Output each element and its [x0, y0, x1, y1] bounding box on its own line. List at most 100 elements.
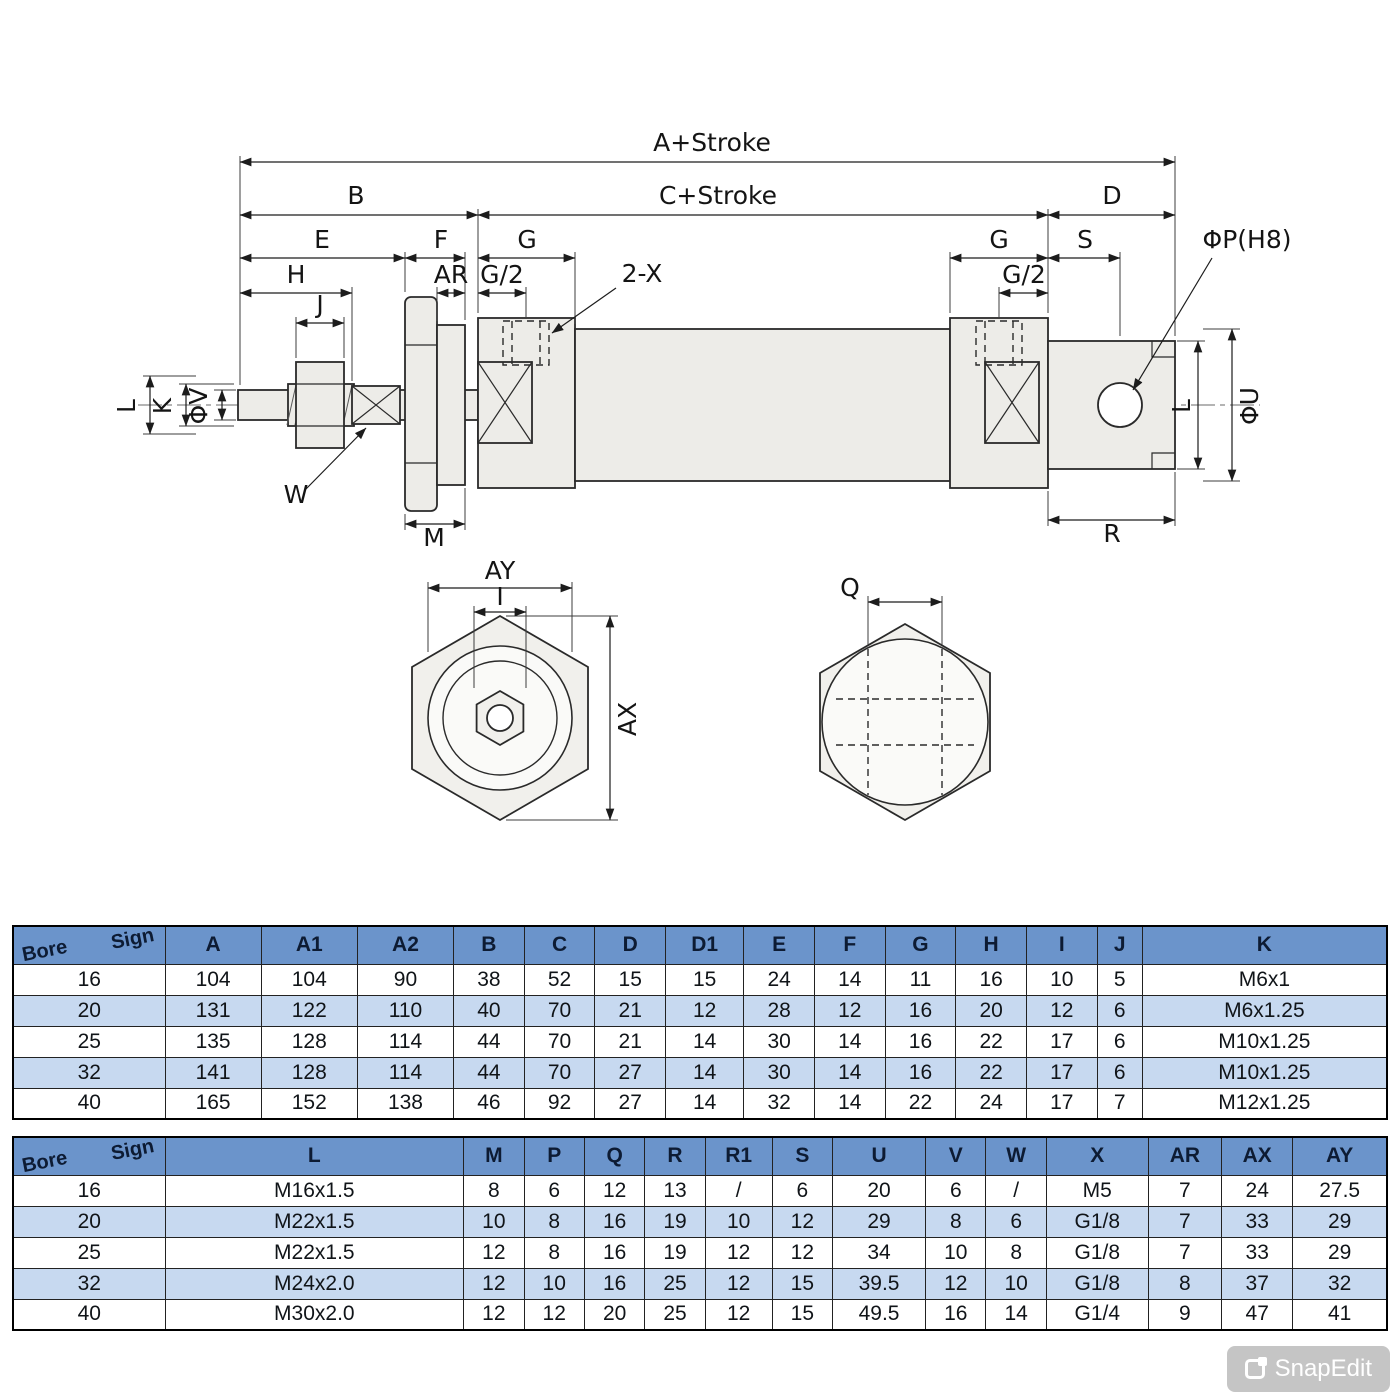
spec-cell: 14 [985, 1298, 1047, 1331]
spec-cell: 6 [1096, 1056, 1143, 1089]
dim-label-phi-p: ΦP(H8) [1203, 225, 1292, 254]
spec-cell: 15 [594, 963, 667, 996]
spec-cell: M22x1.5 [164, 1205, 465, 1238]
cylinder-side-view [237, 296, 1176, 512]
column-header: A2 [356, 925, 455, 965]
spec-cell: 6 [1096, 1025, 1143, 1058]
spec-cell: 7 [1147, 1236, 1223, 1269]
rod-hex-nut [295, 361, 345, 449]
column-header: D [594, 925, 667, 965]
dim-label-g-left: G [517, 225, 536, 254]
spec-cell: 12 [665, 994, 745, 1027]
spec-cell: 22 [955, 1056, 1027, 1089]
spec-cell: 8 [463, 1174, 525, 1207]
bore-value: 32 [12, 1056, 166, 1089]
column-header: Q [583, 1136, 646, 1176]
spec-cell: 10 [523, 1267, 585, 1300]
spec-cell: M6x1 [1141, 963, 1388, 996]
spec-cell: 9 [1147, 1298, 1223, 1331]
spec-cell: 21 [594, 994, 667, 1027]
dim-label-l-right: L [1167, 399, 1196, 413]
rear-hex-view [819, 622, 991, 822]
spec-cell: 15 [771, 1267, 834, 1300]
spec-cell: 30 [743, 1056, 815, 1089]
dim-label-m: M [423, 523, 445, 552]
spec-cell: 11 [884, 963, 957, 996]
spec-cell: / [704, 1174, 773, 1207]
bore-value: 40 [12, 1087, 166, 1120]
cylinder-tube [574, 328, 951, 482]
column-header: E [743, 925, 815, 965]
spec-cell: 44 [453, 1056, 525, 1089]
dim-label-i: I [496, 582, 503, 611]
spec-cell: 114 [356, 1056, 455, 1089]
spec-cell: 10 [985, 1267, 1047, 1300]
column-header: P [523, 1136, 585, 1176]
spec-cell: 15 [665, 963, 745, 996]
dim-label-ax: AX [613, 702, 642, 736]
spec-cell: 28 [743, 994, 815, 1027]
spec-cell: M6x1.25 [1141, 994, 1388, 1027]
dim-label-g2-right: G/2 [1002, 260, 1046, 289]
dim-label-e: E [314, 225, 330, 254]
spec-cell: 33 [1221, 1205, 1294, 1238]
dim-label-b: B [347, 181, 364, 210]
spec-cell: 24 [955, 1087, 1027, 1120]
spec-cell: 12 [813, 994, 886, 1027]
spec-cell: 138 [356, 1087, 455, 1120]
spec-cell: 21 [594, 1025, 667, 1058]
column-header: X [1045, 1136, 1149, 1176]
spec-cell: 14 [665, 1025, 745, 1058]
corner-header: Sign Bore [12, 1135, 166, 1177]
spec-cell: 6 [985, 1205, 1047, 1238]
spec-cell: 128 [260, 1025, 358, 1058]
spec-cell: 12 [523, 1298, 585, 1331]
column-header: K [1141, 925, 1388, 965]
dim-label-2x: 2-X [622, 259, 663, 288]
spec-cell: 19 [644, 1205, 706, 1238]
dim-label-r: R [1103, 519, 1120, 548]
spec-cell: 30 [743, 1025, 815, 1058]
spec-cell: 24 [1221, 1174, 1294, 1207]
spec-cell: M10x1.25 [1141, 1025, 1388, 1058]
spec-cell: 135 [164, 1025, 262, 1058]
spec-cell: 6 [771, 1174, 834, 1207]
spec-cell: 70 [523, 1056, 596, 1089]
column-header: AY [1292, 1136, 1388, 1176]
spec-cell: 14 [665, 1087, 745, 1120]
spec-cell: 128 [260, 1056, 358, 1089]
spec-cell: 41 [1292, 1298, 1388, 1331]
spec-cell: 12 [463, 1236, 525, 1269]
spec-cell: 16 [955, 963, 1027, 996]
column-header: L [164, 1136, 465, 1176]
spec-cell: 46 [453, 1087, 525, 1120]
bore-value: 25 [12, 1236, 166, 1269]
column-header: M [463, 1136, 525, 1176]
column-header: R [644, 1136, 706, 1176]
spec-cell: 92 [523, 1087, 596, 1120]
spec-cell: 32 [1292, 1267, 1388, 1300]
spec-cell: 16 [583, 1267, 646, 1300]
spec-cell: 70 [523, 1025, 596, 1058]
cylinder-technical-drawing: A+Stroke B C+Stroke D E F G G S H AR G/2… [112, 128, 1292, 822]
bore-value: 20 [12, 994, 166, 1027]
spec-cell: 49.5 [832, 1298, 927, 1331]
spec-cell: 20 [955, 994, 1027, 1027]
spec-cell: 12 [704, 1267, 773, 1300]
spec-cell: 70 [523, 994, 596, 1027]
dim-label-h: H [287, 260, 306, 289]
column-header: S [771, 1136, 834, 1176]
spec-cell: G1/8 [1045, 1267, 1149, 1300]
spec-cell: 16 [583, 1236, 646, 1269]
spec-cell: 25 [644, 1298, 706, 1331]
spec-cell: 29 [1292, 1205, 1388, 1238]
spec-cell: 22 [884, 1087, 957, 1120]
